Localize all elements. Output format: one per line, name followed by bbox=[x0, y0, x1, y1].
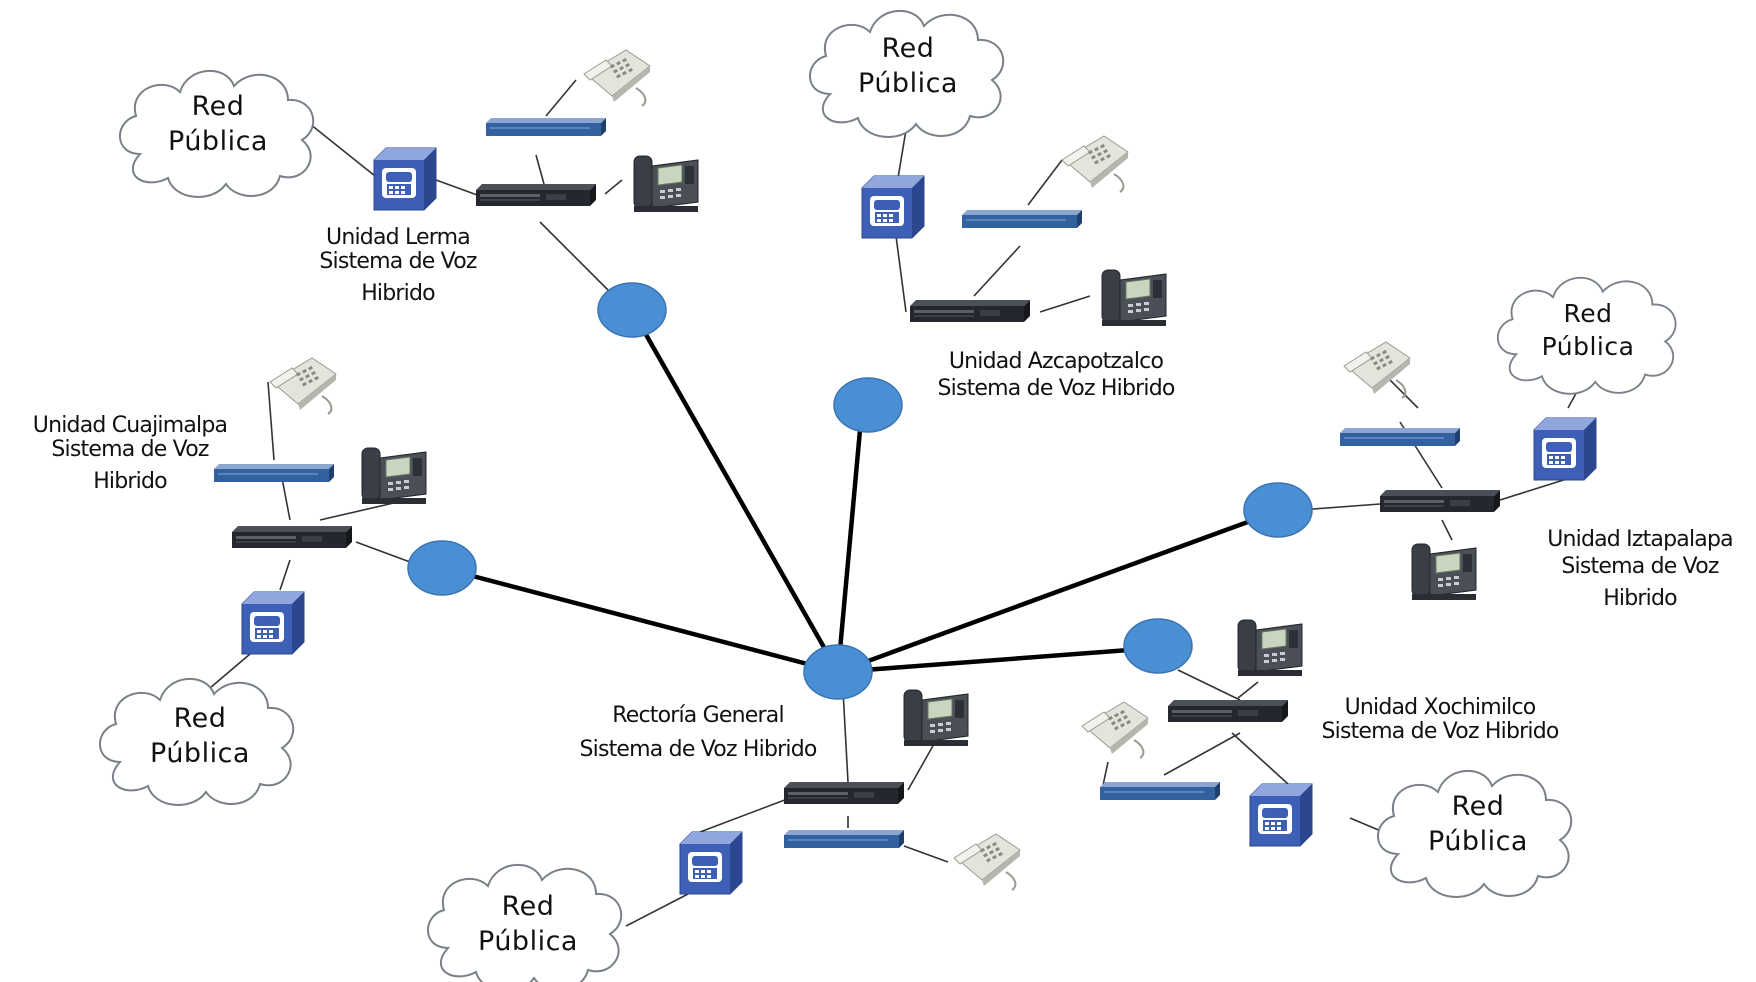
unit-name: Unidad Lerma bbox=[326, 225, 471, 250]
cloud-label-line2: Pública bbox=[168, 125, 268, 157]
cloud-label-line2: Pública bbox=[858, 67, 958, 99]
unit-type: Hibrido bbox=[1603, 586, 1677, 612]
unit-system: Sistema de Voz Hibrido bbox=[1321, 719, 1559, 745]
ip-phone-azcapotzalco-icon bbox=[1101, 269, 1167, 327]
unit-system: Sistema de Voz bbox=[1561, 554, 1719, 580]
cloud-label-lerma: Red Pública bbox=[158, 92, 278, 156]
switch-iztapalapa-icon bbox=[1380, 490, 1500, 512]
unit-name: Unidad Xochimilco bbox=[1344, 695, 1537, 720]
backbone-links bbox=[441, 308, 1276, 675]
voice-gateway-iztapalapa-icon bbox=[1533, 417, 1597, 481]
cloud-label-cuajimalpa: Red Pública bbox=[140, 704, 260, 768]
node-azcapotzalco bbox=[833, 377, 903, 433]
network-nodes bbox=[407, 282, 1313, 700]
unit-label-cuajimalpa: Unidad Cuajimalpa Sistema de Voz Hibrido bbox=[10, 413, 250, 495]
unit-name: Rectoría General bbox=[612, 703, 784, 728]
cloud-label-line2: Pública bbox=[150, 737, 250, 769]
voice-gateway-lerma-icon bbox=[373, 147, 437, 211]
node-rectoria-hub bbox=[803, 644, 873, 700]
analog-phone-cuajimalpa-icon bbox=[269, 357, 337, 415]
switch-xochimilco-icon bbox=[1168, 700, 1288, 722]
unit-label-xochimilco: Unidad Xochimilco Sistema de Voz Hibrido bbox=[1290, 695, 1590, 745]
ip-phone-rectoria-icon bbox=[903, 689, 969, 747]
link-azcapotzalco bbox=[835, 407, 865, 673]
link-cuajimalpa bbox=[441, 565, 839, 675]
link-iztapalapa bbox=[837, 509, 1276, 675]
cloud-label-line1: Red bbox=[1451, 791, 1505, 822]
cloud-label-line2: Pública bbox=[1541, 331, 1635, 361]
node-lerma bbox=[597, 282, 667, 338]
unit-label-azcapotzalco: Unidad Azcapotzalco Sistema de Voz Hibri… bbox=[926, 349, 1186, 402]
cloud-label-iztapalapa: Red Pública bbox=[1530, 300, 1646, 360]
ip-phone-cuajimalpa-icon bbox=[361, 447, 427, 505]
ip-phone-lerma-icon bbox=[633, 155, 699, 213]
node-iztapalapa bbox=[1243, 482, 1313, 538]
unit-system: Sistema de Voz Hibrido bbox=[937, 376, 1175, 402]
switch-rectoria-icon bbox=[784, 782, 904, 804]
link-lerma bbox=[630, 308, 840, 674]
unit-system: Sistema de Voz bbox=[319, 249, 477, 275]
switch-lerma-icon bbox=[476, 184, 596, 206]
unit-system: Sistema de Voz Hibrido bbox=[579, 737, 817, 763]
router-azcapotzalco-icon bbox=[962, 210, 1082, 228]
voice-gateway-rectoria-icon bbox=[679, 831, 743, 895]
cloud-label-rectoria: Red Pública bbox=[468, 892, 588, 956]
router-rectoria-icon bbox=[784, 830, 904, 848]
node-cuajimalpa bbox=[407, 540, 477, 596]
unit-name: Unidad Azcapotzalco bbox=[948, 349, 1164, 374]
node-xochimilco bbox=[1123, 618, 1193, 674]
cloud-label-line1: Red bbox=[501, 891, 555, 922]
voice-gateway-cuajimalpa-icon bbox=[241, 591, 305, 655]
voice-gateway-xochimilco-icon bbox=[1249, 783, 1313, 847]
cloud-label-line2: Pública bbox=[478, 925, 578, 957]
switch-azcapotzalco-icon bbox=[910, 300, 1030, 322]
cloud-label-line1: Red bbox=[881, 33, 935, 64]
cloud-label-line1: Red bbox=[1563, 299, 1613, 328]
analog-phone-rectoria-icon bbox=[953, 833, 1021, 891]
switch-cuajimalpa-icon bbox=[232, 526, 352, 548]
analog-phone-azcapotzalco-icon bbox=[1061, 135, 1129, 193]
unit-label-lerma: Unidad Lerma Sistema de Voz Hibrido bbox=[298, 225, 498, 307]
router-iztapalapa-icon bbox=[1340, 428, 1460, 446]
unit-name: Unidad Iztapalapa bbox=[1547, 527, 1733, 552]
router-xochimilco-icon bbox=[1100, 782, 1220, 800]
analog-phone-xochimilco-icon bbox=[1081, 701, 1149, 759]
voice-gateway-azcapotzalco-icon bbox=[861, 175, 925, 239]
analog-phone-lerma-icon bbox=[583, 49, 651, 107]
cloud-label-line2: Pública bbox=[1428, 825, 1528, 857]
unit-type: Hibrido bbox=[361, 281, 435, 307]
cloud-label-line1: Red bbox=[173, 703, 227, 734]
ip-phone-xochimilco-icon bbox=[1237, 619, 1303, 677]
cloud-label-azcapotzalco: Red Pública bbox=[848, 34, 968, 98]
cloud-label-xochimilco: Red Pública bbox=[1418, 792, 1538, 856]
unit-label-iztapalapa: Unidad Iztapalapa Sistema de Voz Hibrido bbox=[1528, 527, 1752, 612]
unit-label-rectoria: Rectoría General Sistema de Voz Hibrido bbox=[548, 703, 848, 763]
router-lerma-icon bbox=[486, 118, 606, 136]
cloud-label-line1: Red bbox=[191, 91, 245, 122]
unit-type: Hibrido bbox=[93, 469, 167, 495]
ip-phone-iztapalapa-icon bbox=[1411, 543, 1477, 601]
unit-name: Unidad Cuajimalpa bbox=[32, 413, 228, 438]
unit-system: Sistema de Voz bbox=[51, 437, 209, 463]
link-xochimilco bbox=[837, 645, 1156, 675]
